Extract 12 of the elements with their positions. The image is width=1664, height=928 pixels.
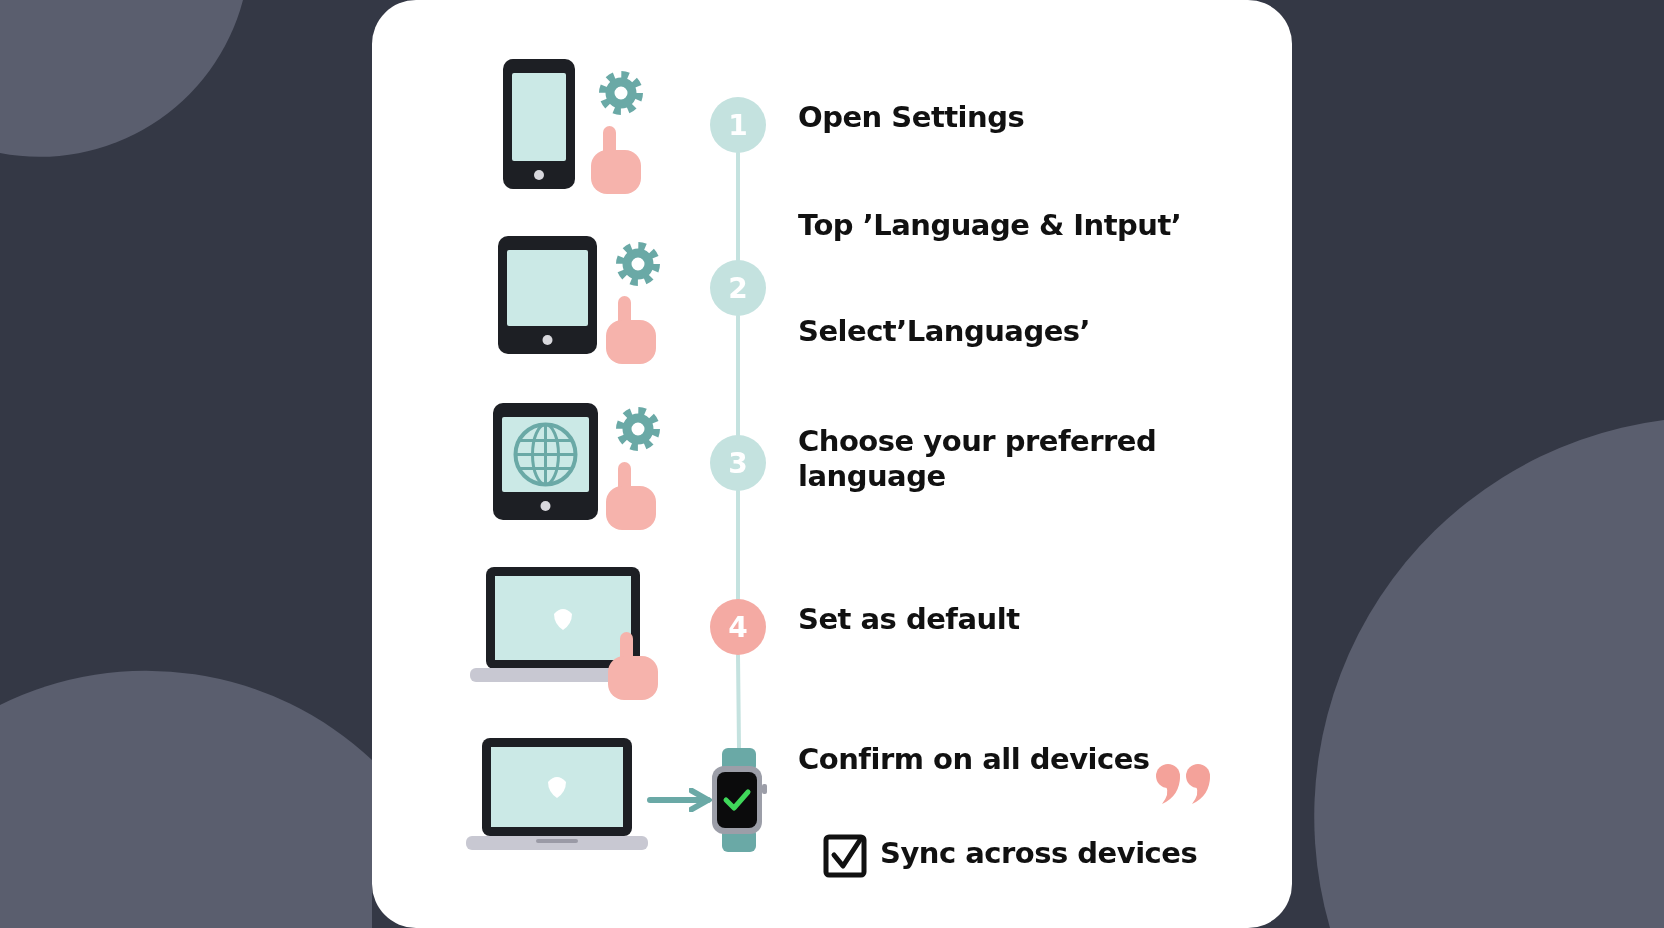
connector-line bbox=[736, 314, 740, 437]
checkbox-label: Sync across devices bbox=[880, 836, 1198, 871]
step-text: Select’Languages’ bbox=[798, 314, 1091, 349]
connector-line bbox=[736, 653, 741, 750]
step-text: Choose your preferred language bbox=[798, 424, 1158, 494]
step-text: Top ’Language & Intput’ bbox=[798, 208, 1182, 243]
step-text: Set as default bbox=[798, 602, 1020, 637]
step-text: Confirm on all devices bbox=[798, 742, 1150, 777]
connector-line bbox=[736, 489, 740, 601]
step-text: Open Settings bbox=[798, 100, 1025, 135]
arrow bbox=[647, 787, 711, 813]
connector-line bbox=[736, 151, 740, 262]
